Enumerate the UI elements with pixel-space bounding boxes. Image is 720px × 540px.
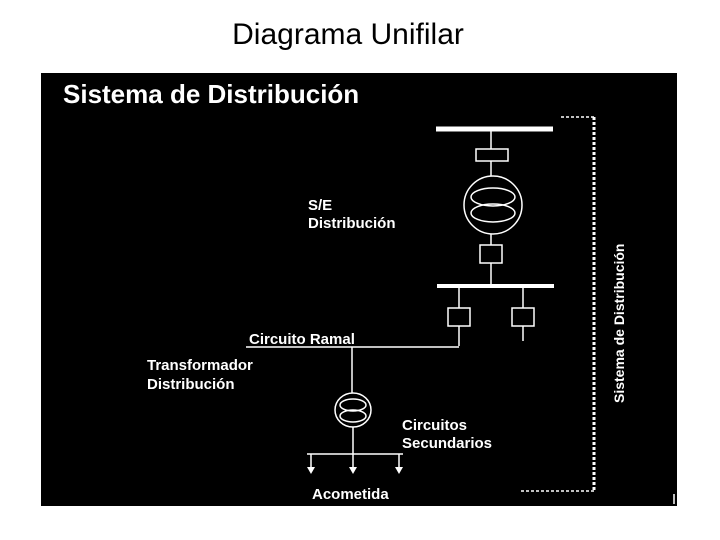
diagram-header: Sistema de Distribución bbox=[63, 79, 359, 109]
transformer-label: Transformador Distribución bbox=[147, 357, 257, 393]
transformer-winding-secondary bbox=[470, 203, 516, 223]
substation-label-line1: S/E bbox=[308, 197, 332, 214]
secondary-circuits-label: Circuitos Secundarios bbox=[402, 417, 492, 452]
arrow-down-icon bbox=[307, 467, 315, 474]
dist-transformer-winding-primary bbox=[339, 398, 367, 412]
secondary-circuits-line1: Circuitos bbox=[402, 417, 467, 434]
breaker-branch-b bbox=[511, 307, 535, 327]
side-label: Sistema de Distribución bbox=[611, 244, 627, 403]
substation-label: S/E Distribución bbox=[308, 197, 396, 232]
transformer-label-line2: Distribución bbox=[147, 376, 235, 393]
branch-circuit-label: Circuito Ramal bbox=[249, 331, 355, 348]
dist-transformer-winding-secondary bbox=[339, 409, 367, 423]
service-drop-label: Acometida bbox=[312, 486, 389, 503]
slide-title: Diagrama Unifilar bbox=[232, 18, 464, 51]
arrow-down-icon bbox=[349, 467, 357, 474]
substation-transformer bbox=[463, 175, 523, 235]
transformer-winding-primary bbox=[470, 187, 516, 207]
secondary-circuits-line2: Secundarios bbox=[402, 435, 492, 452]
breaker-mv bbox=[479, 244, 503, 264]
breaker-hv bbox=[475, 148, 509, 162]
transformer-label-line1: Transformador bbox=[147, 357, 253, 374]
breaker-branch-a bbox=[447, 307, 471, 327]
single-line-diagram: Sistema de Distribución S/E Distribución… bbox=[63, 79, 675, 504]
substation-label-line2: Distribución bbox=[308, 215, 396, 232]
arrow-down-icon bbox=[395, 467, 403, 474]
diagram-panel: Sistema de Distribución S/E Distribución… bbox=[41, 73, 677, 506]
